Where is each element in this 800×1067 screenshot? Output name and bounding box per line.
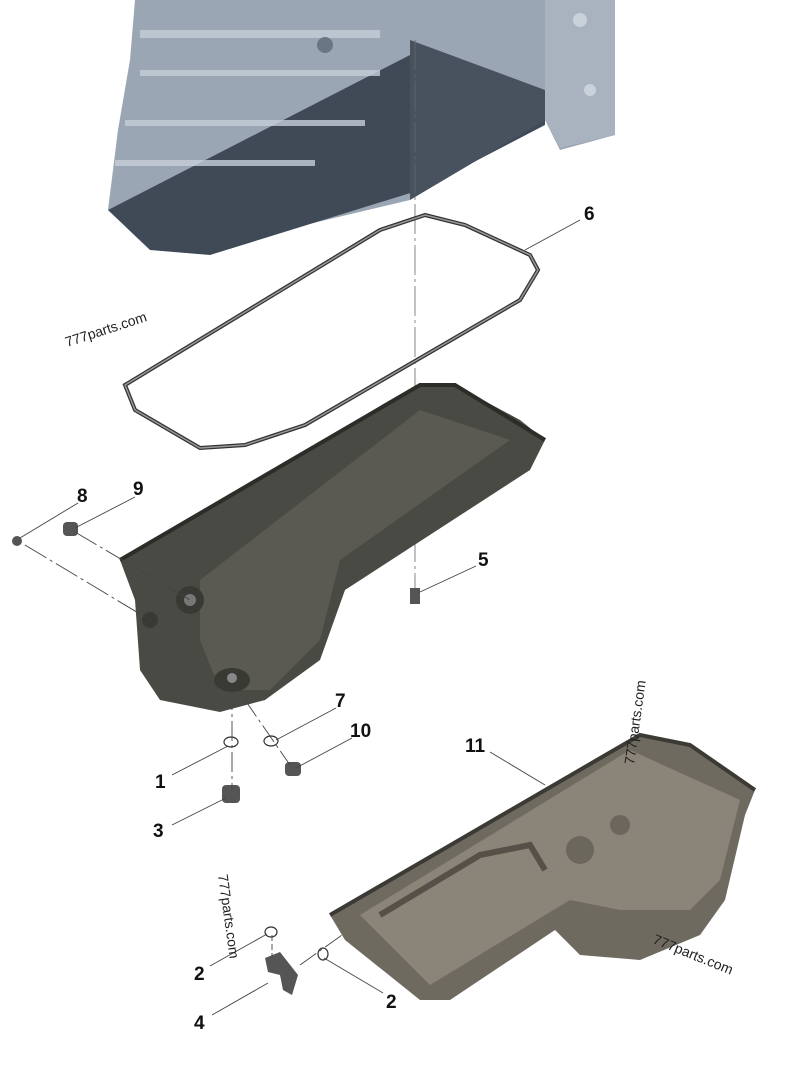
o-ring-part-1 [223,736,239,748]
callout-7: 7 [335,691,346,712]
watermark: 777parts.com [651,931,736,978]
plug-part-9 [63,522,78,536]
elbow-part-4 [265,952,298,995]
o-ring-part-2b [317,947,329,961]
callout-2: 2 [386,992,397,1013]
callout-10: 10 [350,721,371,742]
o-ring-part-2a [264,926,278,938]
watermark: 777parts.com [215,873,243,959]
callout-1: 1 [155,772,166,793]
callout-9: 9 [133,479,144,500]
watermark: 777parts.com [63,308,149,349]
plug-part-8 [12,536,22,546]
bolt-part-5 [410,588,420,604]
callout-labels: 1 2 2 3 4 5 6 7 8 9 10 11 [77,204,595,1034]
leader-lines [19,219,581,1016]
oil-pan [118,383,547,712]
plug-part-10 [285,762,301,776]
engine-block [108,0,615,255]
callout-11: 11 [465,736,486,757]
drain-plug-part-3 [222,785,240,803]
callout-2: 2 [194,964,205,985]
callout-4: 4 [194,1013,205,1034]
callout-3: 3 [153,821,164,842]
callout-8: 8 [77,486,88,507]
callout-5: 5 [478,550,489,571]
oil-pan-alternate [328,732,757,1000]
o-ring-part-7 [263,735,279,747]
callout-6: 6 [584,204,595,225]
